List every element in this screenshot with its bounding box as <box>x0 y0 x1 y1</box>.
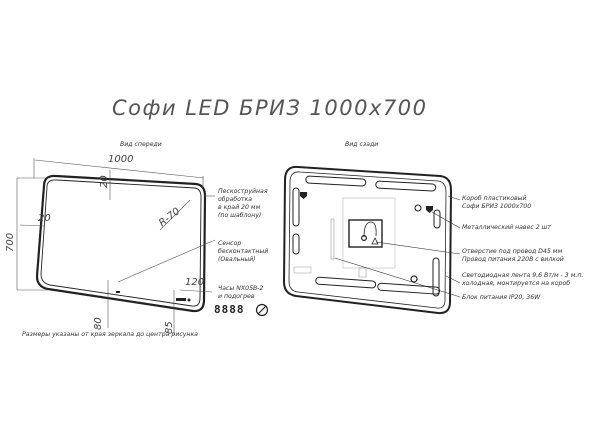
dim-height: 700 <box>5 232 16 252</box>
dim-side-margin: 20 <box>38 213 51 224</box>
callout-sensor: Сенсор бесконтактный (Овальный) <box>218 240 269 263</box>
callout-plastic-box: Короб пластиковый Софи БРИЗ 1000x700 <box>462 195 532 210</box>
callout-cable-hole: Отверстие под провод D45 мм Провод питан… <box>462 248 564 263</box>
callout-power-supply: Блок питания IP20, 36W <box>462 294 541 301</box>
dim-top-margin: 20 <box>99 175 110 188</box>
clock-mark <box>176 298 186 301</box>
back-box <box>282 165 453 315</box>
dim-clock-side: 120 <box>185 277 205 288</box>
dimension-note: Размеры указаны от края зеркала до центр… <box>22 331 198 338</box>
callout-clock: Часы NX05B-2 и подогрев <box>218 285 264 300</box>
front-view-label: Вид спереди <box>120 141 162 148</box>
callout-hangers: Металлический навес 2 шт <box>462 224 551 231</box>
no-fog-icon <box>255 303 269 317</box>
sensor-mark <box>116 291 120 293</box>
back-view-label: Вид сзади <box>345 141 379 148</box>
dim-width: 1000 <box>108 154 134 165</box>
front-dimensions <box>16 158 216 335</box>
page-title: Софи LED БРИЗ 1000x700 <box>112 96 428 120</box>
back-leaders <box>334 195 461 298</box>
callout-sandblast: Пескоструйная обработка в край 20 мм (по… <box>218 188 268 219</box>
dim-sensor-offset: 80 <box>93 317 104 330</box>
hanger-icons <box>300 192 433 283</box>
clock-display: 8888 <box>214 303 245 316</box>
front-mirror <box>35 174 207 313</box>
callout-led-strip: Светодиодная лента 9,6 Вт/м - 3 м.п. хол… <box>462 272 584 287</box>
